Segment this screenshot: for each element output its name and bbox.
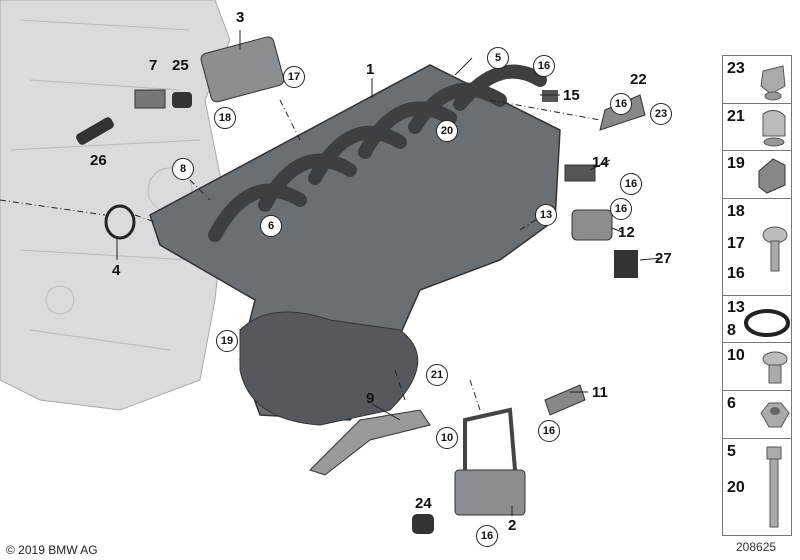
- panel-number: 8: [727, 322, 736, 339]
- callout-17: 17: [283, 66, 305, 88]
- part-label-27: 27: [655, 250, 672, 267]
- panel-number: 13: [727, 299, 745, 316]
- callout-16: 16: [620, 173, 642, 195]
- sensor-7: [134, 89, 166, 109]
- part-label-9: 9: [366, 390, 375, 407]
- callout-13: 13: [535, 204, 557, 226]
- o-ring-icon: [744, 309, 790, 337]
- part-label-11: 11: [592, 384, 608, 401]
- callout-5: 5: [487, 47, 509, 69]
- callout-16: 16: [533, 55, 555, 77]
- copyright: © 2019 BMW AG: [6, 543, 98, 557]
- callout-10: 10: [436, 427, 458, 449]
- diagram-reference-number: 208625: [736, 540, 777, 554]
- callout-21: 21: [426, 364, 448, 386]
- connector-27: [614, 250, 638, 278]
- panel-number: 5: [727, 443, 736, 460]
- callout-16: 16: [476, 525, 498, 547]
- panel-item-5-20: 5 20: [722, 438, 792, 536]
- leader-lines: [0, 99, 601, 411]
- clip-nut-icon: [758, 158, 786, 194]
- part-label-15: 15: [563, 87, 580, 104]
- part-15: [542, 90, 558, 102]
- panel-item-6: 6: [722, 390, 792, 439]
- clamp-icon: [762, 110, 786, 147]
- panel-item-21: 21: [722, 103, 792, 151]
- throttle-actuator: [200, 36, 285, 103]
- callout-16: 16: [610, 198, 632, 220]
- part-label-1: 1: [366, 61, 375, 78]
- manifold-plenum: [239, 311, 419, 426]
- callout-6: 6: [260, 215, 282, 237]
- panel-item-18-17-16: 18 17 16: [722, 198, 792, 296]
- part-label-22: 22: [630, 71, 647, 88]
- plug-26: [76, 117, 114, 145]
- panel-number: 18: [727, 203, 745, 220]
- panel-number: 16: [727, 265, 745, 282]
- panel-number: 21: [727, 108, 745, 125]
- bracket-9: [309, 409, 431, 476]
- panel-number: 10: [727, 347, 745, 364]
- panel-number: 23: [727, 60, 745, 77]
- callout-16: 16: [538, 420, 560, 442]
- callout-20: 20: [436, 120, 458, 142]
- part-label-14: 14: [592, 154, 609, 171]
- bracket-11: [544, 384, 586, 416]
- panel-number: 17: [727, 235, 745, 252]
- torx-screw-icon: [762, 226, 788, 272]
- actuator-2: [454, 469, 526, 516]
- part-label-12: 12: [618, 224, 635, 241]
- hex-bolt-icon: [766, 446, 782, 528]
- panel-number: 19: [727, 155, 745, 172]
- part-label-24: 24: [415, 495, 432, 512]
- panel-number: 6: [727, 395, 736, 412]
- panel-item-19: 19: [722, 150, 792, 199]
- manifold-runners: [208, 64, 547, 242]
- part-label-4: 4: [112, 262, 121, 279]
- seal-4: [104, 204, 136, 240]
- short-screw-icon: [762, 351, 788, 384]
- callout-8: 8: [172, 158, 194, 180]
- part-label-26: 26: [90, 152, 107, 169]
- hex-nut-icon: [760, 402, 790, 428]
- callout-23: 23: [650, 103, 672, 125]
- part-label-7: 7: [149, 57, 158, 74]
- callout-18: 18: [214, 107, 236, 129]
- part-label-2: 2: [508, 517, 517, 534]
- panel-item-10: 10: [722, 342, 792, 391]
- part-label-3: 3: [236, 9, 245, 26]
- callout-19: 19: [216, 330, 238, 352]
- callout-16: 16: [610, 93, 632, 115]
- part-label-25: 25: [172, 57, 189, 74]
- sensor-12: [571, 209, 613, 241]
- cap-24: [412, 514, 434, 534]
- actuator-frame: [463, 407, 517, 471]
- solid-leaders: [116, 30, 663, 516]
- valve-14: [564, 164, 596, 182]
- hose-25: [172, 92, 192, 108]
- panel-item-13-8: 13 8: [722, 295, 792, 343]
- panel-number: 20: [727, 479, 745, 496]
- panel-item-23: 23: [722, 55, 792, 104]
- clip-icon: [760, 65, 786, 101]
